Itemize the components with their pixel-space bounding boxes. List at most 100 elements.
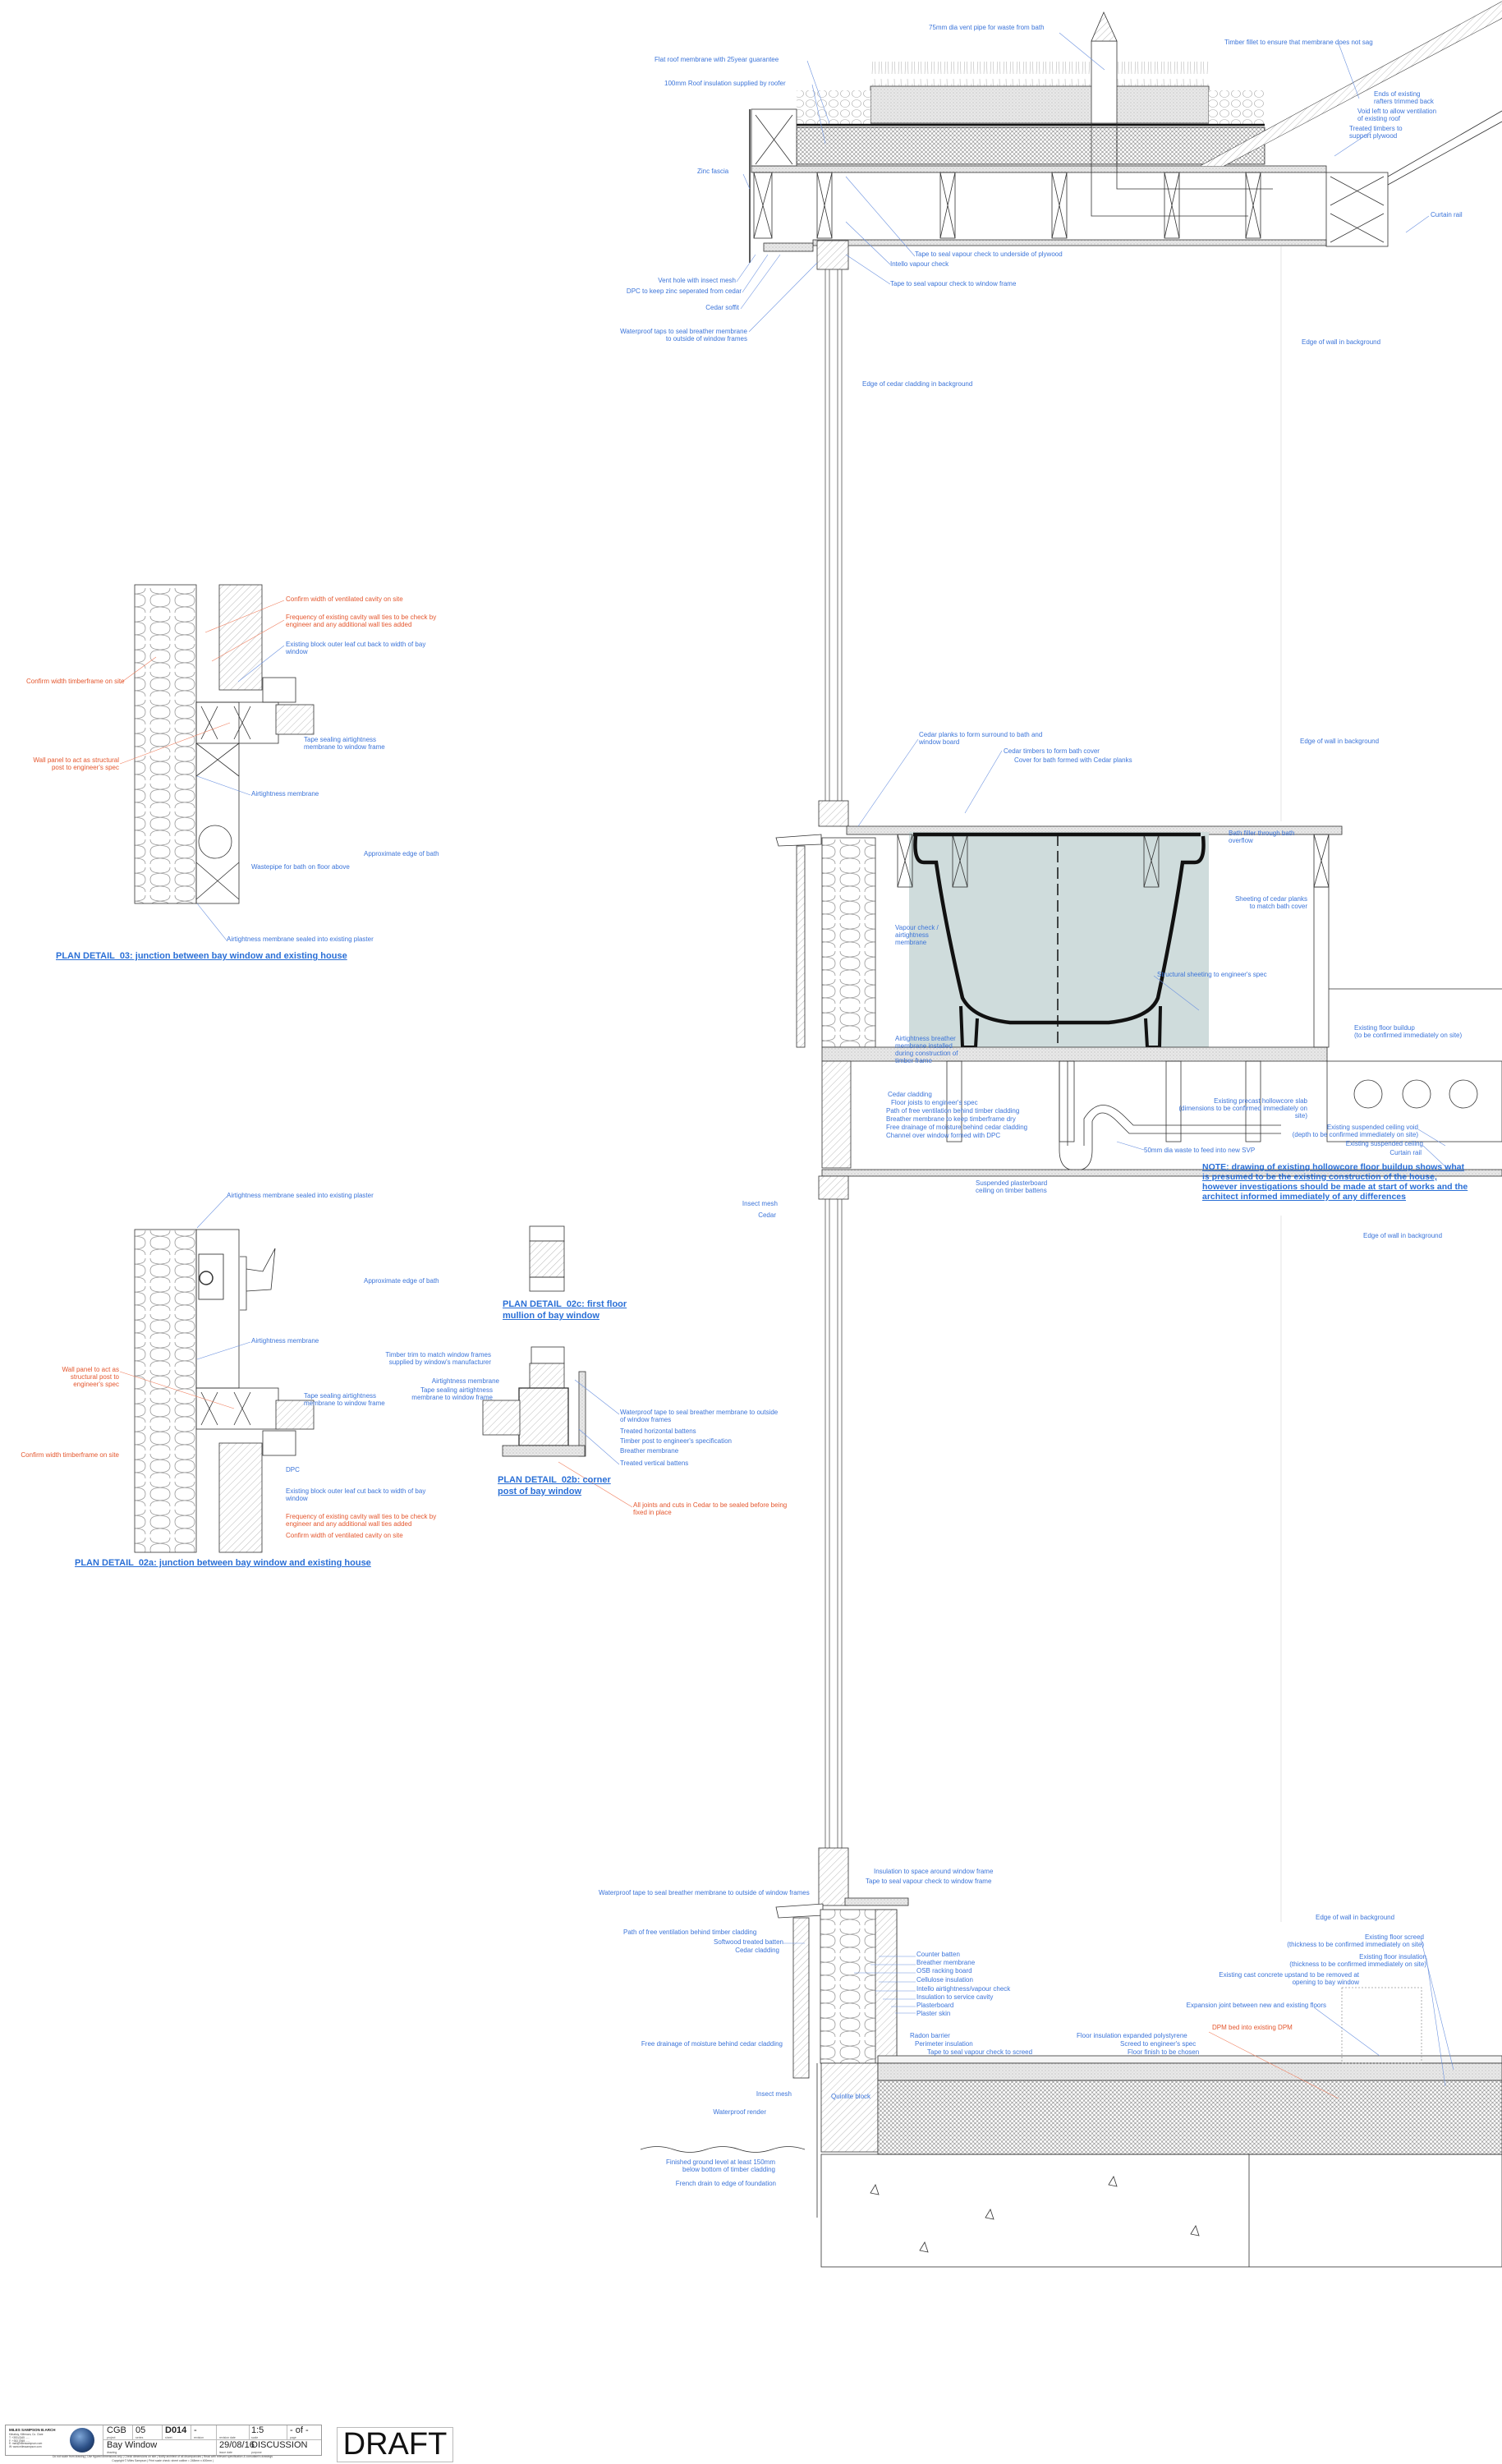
annotation-treated-timbers: Treated timbers to support plywood <box>1349 125 1403 140</box>
leader-lines <box>119 32 1454 2099</box>
annotation: Insect mesh <box>756 2090 792 2098</box>
annotation-edge-of-wall: Edge of wall in background <box>1363 1232 1443 1239</box>
annotation-warning: Confirm width of ventilated cavity on si… <box>286 1532 403 1539</box>
annotation-edge-of-wall: Edge of wall in background <box>1302 338 1381 346</box>
annotation: DPC <box>286 1466 300 1473</box>
plan-detail-03-title: PLAN DETAIL 03: junction between bay win… <box>56 951 347 961</box>
annotation: Floor finish to be chosen <box>1128 2048 1200 2056</box>
field-label: purpose <box>251 2450 262 2454</box>
annotation-warning: Wall panel to act as structural post to … <box>33 756 119 771</box>
field-label: revision <box>194 2435 204 2439</box>
plan-detail-03 <box>134 584 315 904</box>
annotation: Softwood treated batten <box>714 1938 783 1946</box>
annotation-roof-insulation: 100mm Roof insulation supplied by roofer <box>664 80 786 87</box>
annotation: Breather membrane <box>916 1959 976 1966</box>
annotation-plasterboard-ceiling: Suspended plasterboard ceiling on timber… <box>976 1179 1048 1194</box>
annotation-structural-sheeting: Structural sheeting to engineer's spec <box>1157 971 1267 978</box>
annotation: Free drainage of moisture behind cedar c… <box>641 2040 783 2048</box>
annotation: Airtightness membrane <box>251 1337 319 1345</box>
annotation-vent-hole: Vent hole with insect mesh <box>658 277 736 284</box>
annotation: Airtightness membrane sealed into existi… <box>227 935 374 943</box>
annotation-timber-fillet: Timber fillet to ensure that membrane do… <box>1224 39 1373 46</box>
annotation: Tape sealing airtightness membrane to wi… <box>304 1392 385 1407</box>
annotation: Waterproof render <box>713 2108 766 2116</box>
annotation: Airtightness membrane <box>251 790 319 798</box>
annotation: Existing block outer leaf cut back to wi… <box>286 1487 426 1502</box>
annotation: Cellulose insulation <box>916 1976 973 1984</box>
annotation-floor-buildup: Existing floor buildup (to be confirmed … <box>1354 1024 1463 1039</box>
annotation-warning: Confirm width of ventilated cavity on si… <box>286 595 403 603</box>
annotation: Treated vertical battens <box>620 1460 689 1467</box>
field-label: drawing <box>107 2450 117 2454</box>
annotation: Airtightness membrane <box>431 1377 499 1385</box>
roof-joists <box>753 172 1261 239</box>
field-label: revision date <box>219 2435 236 2439</box>
annotation: Approximate edge of bath <box>364 1277 439 1285</box>
roof-section <box>749 1 1502 270</box>
plan-detail-02c-title: PLAN DETAIL 02c: first floor mullion of … <box>503 1299 627 1321</box>
bath-tub <box>913 832 1206 1025</box>
plan-detail-02a-title: PLAN DETAIL 02a: junction between bay wi… <box>75 1558 371 1568</box>
annotation: Floor insulation expanded polystyrene <box>1077 2032 1187 2039</box>
annotation: Screed to engineer's spec <box>1120 2040 1197 2048</box>
annotation: Existing block outer leaf cut back to wi… <box>286 641 426 655</box>
annotation: Intello airtightness/vapour check <box>916 1985 1011 1993</box>
annotation: Timber post to engineer's specification <box>620 1437 732 1445</box>
plan-detail-02b-title: PLAN DETAIL 02b: corner post of bay wind… <box>498 1475 611 1496</box>
annotation-warning: All joints and cuts in Cedar to be seale… <box>633 1501 788 1516</box>
annotation-sheeting: Sheeting of cedar planks to match bath c… <box>1234 895 1307 910</box>
annotation-intello: Intello vapour check <box>890 260 949 268</box>
annotation: Breather membrane <box>620 1447 679 1455</box>
annotation-edge-of-cedar: Edge of cedar cladding in background <box>862 380 973 388</box>
draft-stamp: DRAFT <box>337 2427 453 2462</box>
annotation-cedar-planks: Cedar planks to form surround to bath an… <box>919 731 1043 746</box>
annotation: Plaster skin <box>916 2010 951 2017</box>
firm-address: Kilnaboy, Kilfenora, Co. Clare T: +353 (… <box>9 2433 44 2449</box>
annotation-warning: Frequency of existing cavity wall ties t… <box>286 614 437 628</box>
revision: - <box>194 2425 197 2435</box>
annotation-breather-membrane: Breather membrane to keep timberframe dr… <box>886 1115 1016 1123</box>
annotation: Insulation to space around window frame <box>874 1868 994 1875</box>
field-label: project <box>107 2435 116 2439</box>
annotation-warning: Frequency of existing cavity wall ties t… <box>286 1513 437 1528</box>
annotation-suspended-ceiling: Existing suspended ceiling <box>1345 1140 1423 1147</box>
annotation: Edge of wall in background <box>1316 1914 1395 1921</box>
annotation: Airtightness membrane sealed into existi… <box>227 1192 374 1199</box>
annotation-vent-pipe: 75mm dia vent pipe for waste from bath <box>929 24 1045 31</box>
annotation: Treated horizontal battens <box>620 1427 696 1435</box>
sheet-number: D014 <box>165 2425 187 2435</box>
annotation: Counter batten <box>916 1951 960 1958</box>
field-label: sheet <box>165 2435 172 2439</box>
annotation: Path of free ventilation behind timber c… <box>623 1928 757 1936</box>
bath-section <box>775 800 1502 1200</box>
annotation: Waterproof tape to seal breather membran… <box>599 1889 810 1896</box>
annotation-void: Void left to allow ventilation of existi… <box>1357 108 1437 122</box>
series: 05 <box>136 2425 146 2435</box>
field-label: scale <box>251 2435 259 2439</box>
annotation-bath-cover: Cover for bath formed with Cedar planks <box>1014 756 1132 764</box>
issue-date: 29/08/16 <box>219 2439 255 2450</box>
plan-detail-02b <box>482 1346 586 1457</box>
annotation-ceiling-void: Existing suspended ceiling void (depth t… <box>1292 1124 1418 1138</box>
annotation: Tape sealing airtightness membrane to wi… <box>304 736 385 751</box>
annotation: Plasterboard <box>916 2002 954 2009</box>
annotation-zinc-fascia: Zinc fascia <box>697 168 729 175</box>
globe-logo-icon <box>70 2428 94 2453</box>
bath-zone <box>909 832 1209 1047</box>
purpose: DISCUSSION <box>251 2439 308 2450</box>
annotation-channel-dpc: Channel over window formed with DPC <box>886 1132 1001 1139</box>
annotation: Tape to seal vapour check to window fram… <box>866 1878 992 1885</box>
annotation-warning: Confirm width timberframe on site <box>26 678 125 685</box>
waste-pipe <box>1059 1061 1281 1171</box>
annotation-free-drainage: Free drainage of moisture behind cedar c… <box>886 1124 1028 1131</box>
field-label: issue date <box>219 2450 232 2454</box>
annotation: OSB racking board <box>916 1967 972 1974</box>
annotation-dpc-zinc: DPC to keep zinc seperated from cedar <box>626 287 742 295</box>
annotation: Quinlite block <box>831 2093 871 2100</box>
floor-joists <box>946 1060 1261 1142</box>
annotation: Existing floor screed (thickness to be c… <box>1287 1933 1424 1948</box>
annotation-tape-window: Tape to seal vapour check to window fram… <box>890 280 1017 287</box>
annotation: Tape to seal vapour check to screed <box>927 2048 1033 2056</box>
annotation-floor-joists: Floor joists to engineer's spec <box>891 1099 978 1106</box>
